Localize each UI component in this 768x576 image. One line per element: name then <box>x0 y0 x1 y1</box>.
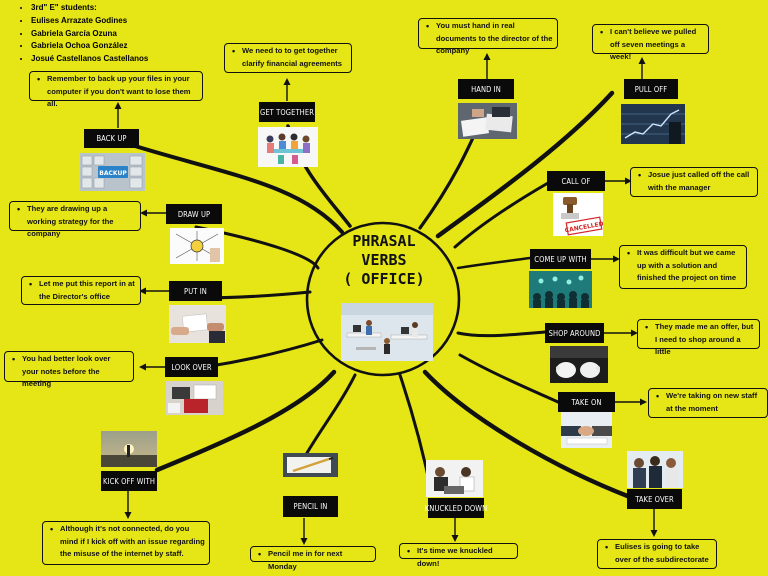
pencil-in-sentence: Pencil me in for next Monday <box>250 546 376 571</box>
come-up-with-sentence: It was difficult but we came up with a s… <box>619 245 747 289</box>
sunrise-runner-photo <box>101 431 157 467</box>
shop-around-sentence: They made me an offer, but I need to sho… <box>637 319 760 356</box>
branch-curves <box>133 90 633 500</box>
meeting-illustration <box>258 127 318 167</box>
piggy-bank-photo <box>550 346 608 383</box>
central-title: PHRASAL VERBS ( OFFICE) <box>342 232 426 289</box>
take-over-sentence: Eulises is going to take over of the sub… <box>597 539 717 569</box>
pull-off-label: PULL OFF <box>624 79 678 99</box>
draw-up-sentence: They are drawing up a working strategy f… <box>9 201 141 238</box>
draw-up-label: DRAW UP <box>166 204 222 224</box>
pencil-notebook-photo <box>283 453 338 477</box>
put-in-sentence: Let me put this report in at the Directo… <box>21 276 141 305</box>
title-line: PHRASAL <box>352 232 416 250</box>
strategy-drawing-image <box>170 228 224 264</box>
kick-off-with-label: KICK OFF WITH <box>101 471 157 491</box>
student-name: Eulises Arrazate Godines <box>31 15 148 28</box>
title-line: VERBS <box>361 251 407 269</box>
report-handover-photo <box>169 305 226 343</box>
notes-review-photo <box>166 381 223 415</box>
keyboard-photo: BACKUP <box>80 153 145 191</box>
pencil-in-label: PENCIL IN <box>283 496 338 517</box>
student-name: Gabriela Ochoa González <box>31 40 148 53</box>
call-of-sentence: Josue just called off the call with the … <box>630 167 758 197</box>
take-over-label: TAKE OVER <box>627 489 682 509</box>
student-name: Gabriela García Ozuna <box>31 28 148 41</box>
pull-off-sentence: I can't believe we pulled off seven meet… <box>592 24 709 61</box>
title-line: ( OFFICE) <box>343 270 425 288</box>
shop-around-label: SHOP AROUND <box>545 323 604 343</box>
cancelled-stamp-image: CANCELLED <box>553 193 603 236</box>
documents-photo <box>458 103 517 139</box>
backup-key-text: BACKUP <box>99 170 127 177</box>
arrow-connectors <box>114 53 658 545</box>
student-list: 3rd" E" students: Eulises Arrazate Godin… <box>20 2 148 66</box>
hard-work-photo <box>426 460 483 497</box>
look-over-sentence: You had better look over your notes befo… <box>4 351 134 388</box>
call-of-label: CALL OF <box>547 171 605 191</box>
student-list-heading: 3rd" E" students: <box>31 2 148 15</box>
get-together-sentence: We need to to get together clarify finan… <box>224 43 352 73</box>
knuckled-down-sentence: It's time we knuckled down! <box>399 543 518 568</box>
student-name: Josué Castellanos Castellanos <box>31 53 148 66</box>
business-team-photo <box>627 451 683 488</box>
knuckled-down-label: KNUCKLED DOWN <box>425 498 487 518</box>
take-on-sentence: We're taking on new staff at the moment <box>648 388 768 418</box>
ideas-image <box>529 271 592 308</box>
back-up-label: BACK UP <box>84 129 139 148</box>
office-photo <box>341 303 433 361</box>
handshake-photo <box>561 412 612 448</box>
back-up-sentence: Remember to back up your files in your c… <box>29 71 203 108</box>
get-together-label: GET TOGETHER <box>259 102 315 122</box>
hand-in-sentence: You must hand in real documents to the d… <box>418 18 558 55</box>
hand-in-label: HAND IN <box>458 79 514 99</box>
come-up-with-label: COME UP WITH <box>530 249 591 269</box>
take-on-label: TAKE ON <box>558 392 615 412</box>
put-in-label: PUT IN <box>169 281 222 301</box>
central-circle <box>305 221 461 377</box>
growth-chart-photo <box>621 104 685 144</box>
look-over-label: LOOK OVER <box>165 357 218 377</box>
kick-off-with-sentence: Although it's not connected, do you mind… <box>42 521 210 565</box>
